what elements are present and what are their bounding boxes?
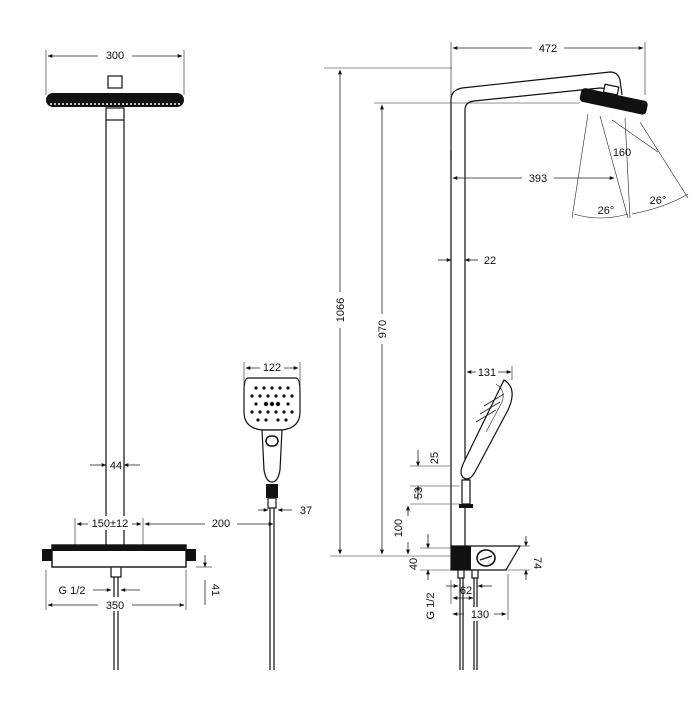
dim-thermostat-depth: 74 [531, 557, 543, 569]
dim-body-depth: 130 [471, 609, 489, 621]
dim-lower-height: 100 [393, 519, 405, 537]
dim-outlet-offset: 200 [212, 518, 230, 530]
dim-holder-gap: 25 [429, 452, 441, 464]
dim-thermostat-height: 41 [209, 584, 221, 596]
dim-hand-reach: 131 [478, 367, 496, 379]
dim-inlet-height: 40 [408, 558, 420, 570]
dim-head-offset: 393 [529, 173, 547, 185]
dim-hand-head-width: 122 [263, 362, 281, 374]
dim-holder-height: 53 [413, 487, 425, 499]
dim-thread-side: G 1/2 [425, 593, 437, 620]
dim-thermostat-width: 350 [106, 600, 124, 612]
hand-shower-view: 122 37 [243, 360, 312, 670]
dim-total-height: 1066 [335, 298, 347, 322]
dim-holder-depth: 37 [300, 505, 312, 517]
dim-head-width: 300 [106, 50, 124, 62]
dim-arm-reach: 472 [539, 43, 557, 55]
head-shower-front [46, 93, 184, 107]
dim-angle-right: 26° [650, 195, 667, 207]
front-view: 300 44 150±12 200 [42, 48, 274, 670]
head-shower-side [579, 83, 648, 115]
dim-inlet-spacing: 62 [460, 585, 472, 597]
side-view: 472 160 26° 26° 393 22 106 [324, 40, 689, 670]
head-connector [107, 75, 123, 89]
dim-center-distance: 150±12 [92, 518, 129, 530]
dim-pipe-width-side: 22 [484, 255, 496, 267]
hand-shower-side [460, 379, 513, 480]
hand-shower-holder [266, 484, 278, 498]
dim-spray-dia: 160 [613, 147, 631, 159]
dim-angle-left: 26° [598, 205, 615, 217]
dim-pipe-width-front: 44 [110, 460, 122, 472]
dim-thread-front: G 1/2 [59, 585, 86, 597]
dim-head-height: 970 [377, 320, 389, 338]
